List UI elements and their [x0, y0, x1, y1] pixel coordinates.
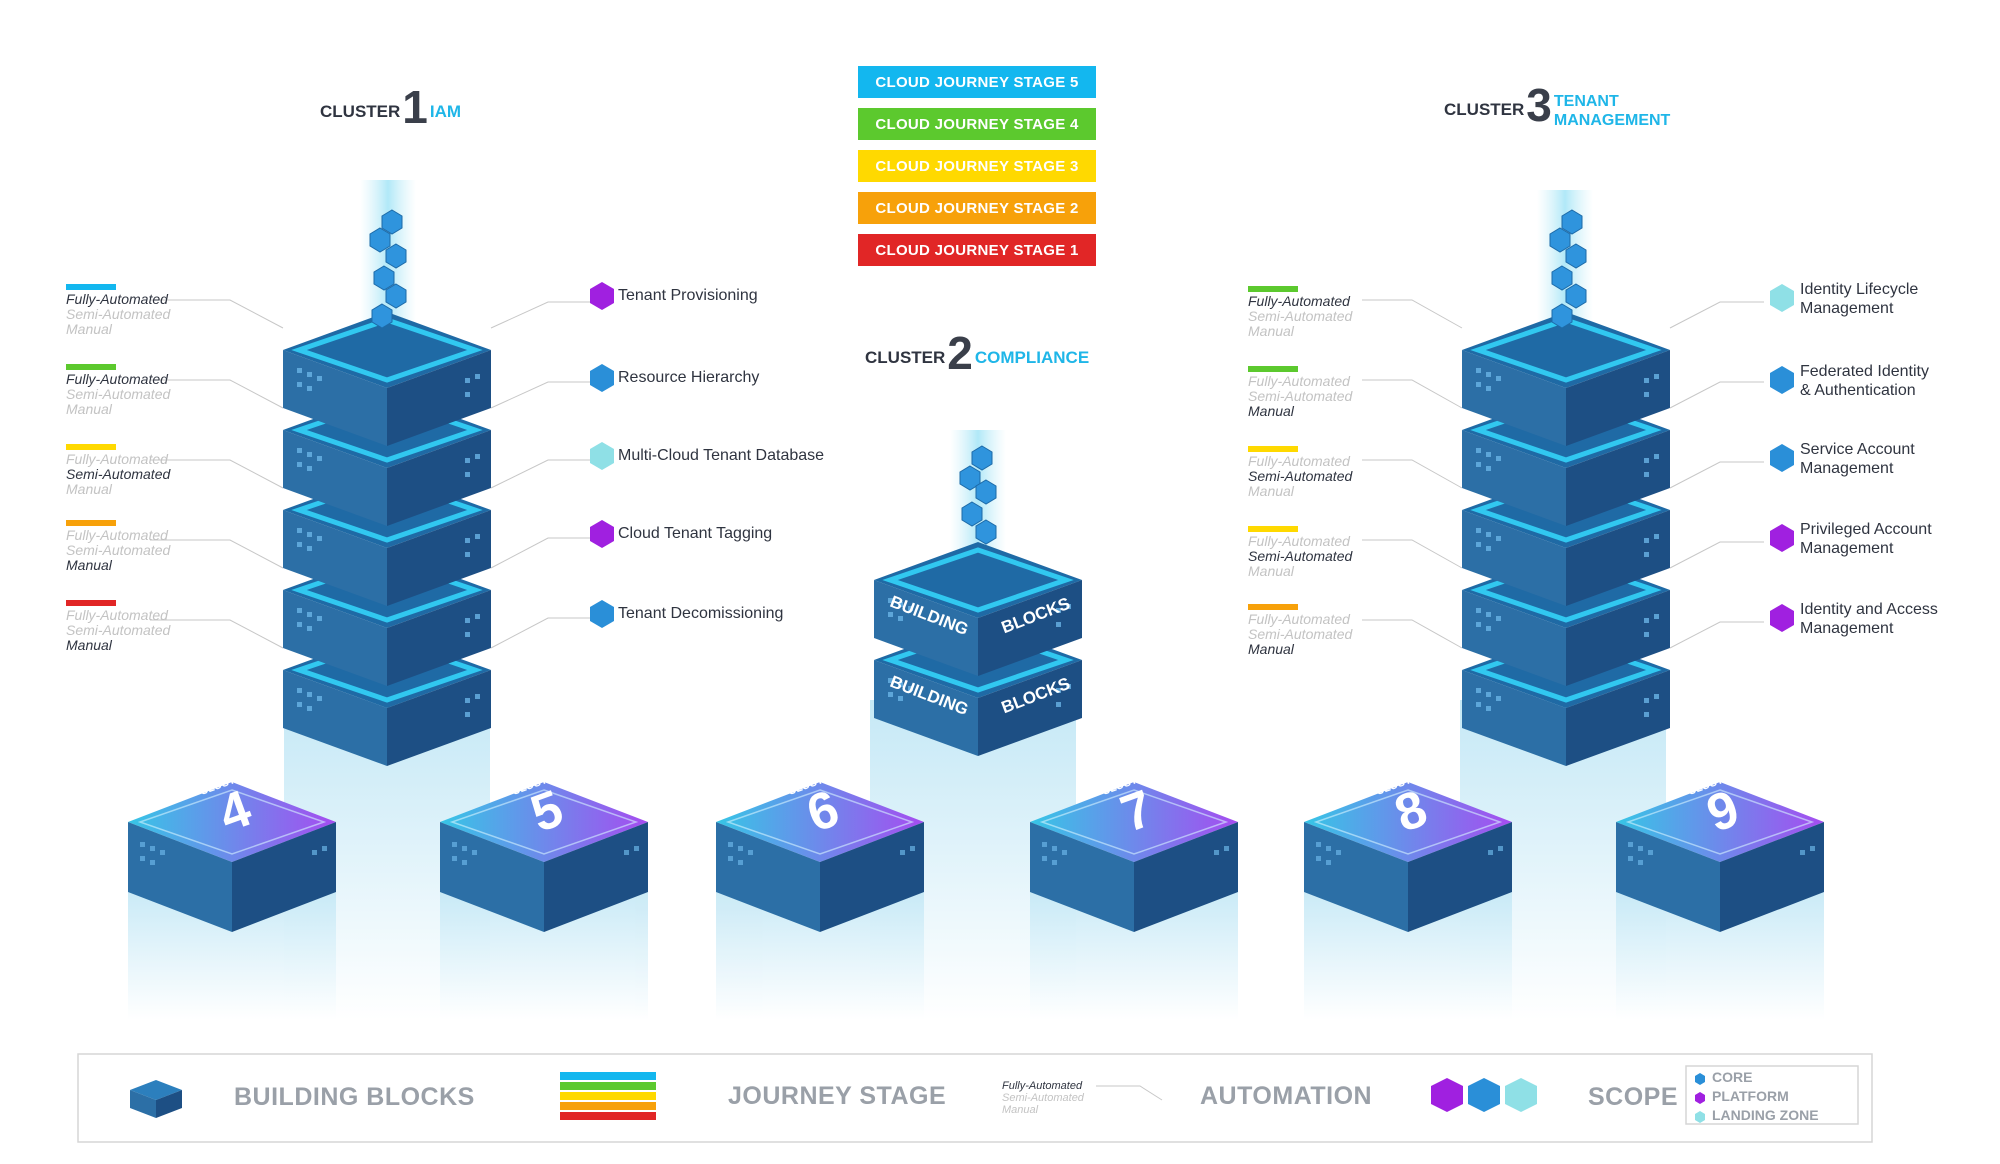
- automation-level-right-1: Fully-Automated Semi-Automated Manual: [1248, 286, 1352, 339]
- auto-manual: Manual: [1248, 323, 1294, 339]
- auto-manual: Manual: [66, 557, 112, 573]
- auto-full: Fully-Automated: [1248, 611, 1350, 627]
- label-federated-identity: Federated Identity & Authentication: [1800, 362, 1929, 400]
- auto-full: Fully-Automated: [66, 451, 168, 467]
- cluster-3-name-line1: TENANT: [1553, 92, 1619, 110]
- stage-4-badge: CLOUD JOURNEY STAGE 4: [858, 108, 1096, 140]
- auto-full: Fully-Automated: [66, 291, 168, 307]
- scope-core: CORE: [1712, 1069, 1753, 1085]
- label-line-1: Identity and Access: [1800, 601, 1938, 618]
- auto-full: Fully-Automated: [66, 607, 168, 623]
- auto-semi: Semi-Automated: [1248, 468, 1353, 484]
- stage-3-badge: CLOUD JOURNEY STAGE 3: [858, 150, 1096, 182]
- auto-manual: Manual: [66, 481, 112, 497]
- auto-manual: Manual: [66, 321, 112, 337]
- automation-level-right-3: Fully-Automated Semi-Automated Manual: [1248, 446, 1352, 499]
- auto-semi: Semi-Automated: [1248, 548, 1353, 564]
- auto-manual: Manual: [1248, 403, 1294, 419]
- auto-manual: Manual: [66, 401, 112, 417]
- auto-semi: Semi-Automated: [66, 306, 171, 322]
- cluster-3-number: 3: [1526, 79, 1552, 131]
- legend-journey-stage: JOURNEY STAGE: [728, 1082, 947, 1110]
- label-multi-cloud-tenant-database: Multi-Cloud Tenant Database: [618, 447, 825, 464]
- automation-level-right-2: Fully-Automated Semi-Automated Manual: [1248, 366, 1352, 419]
- cluster-2-number: 2: [947, 327, 973, 379]
- label-line-1: Privileged Account: [1800, 521, 1932, 538]
- cluster-2-name: COMPLIANCE: [974, 348, 1090, 367]
- auto-full: Fully-Automated: [66, 527, 168, 543]
- cluster-1-name: IAM: [429, 102, 462, 121]
- automation-level-left-5: Fully-Automated Semi-Automated Manual: [66, 600, 170, 653]
- cluster-2-prefix: CLUSTER: [865, 348, 946, 367]
- auto-full: Fully-Automated: [1248, 453, 1350, 469]
- automation-level-left-2: Fully-Automated Semi-Automated Manual: [66, 364, 170, 417]
- auto-full: Fully-Automated: [1248, 373, 1350, 389]
- cluster-1-number: 1: [402, 81, 428, 133]
- label-line-2: & Authentication: [1800, 382, 1916, 399]
- cluster-1-prefix: CLUSTER: [320, 102, 401, 121]
- automation-level-left-3: Fully-Automated Semi-Automated Manual: [66, 444, 170, 497]
- label-tenant-provisioning: Tenant Provisioning: [618, 287, 758, 304]
- label-line-1: Identity Lifecycle: [1800, 281, 1919, 298]
- scope-platform: PLATFORM: [1712, 1088, 1789, 1104]
- auto-semi: Semi-Automated: [66, 466, 171, 482]
- cluster-3-name-line2: MANAGEMENT: [1553, 111, 1671, 129]
- cluster-3-prefix: CLUSTER: [1444, 100, 1525, 119]
- legend-scope: SCOPE: [1588, 1083, 1679, 1111]
- automation-level-left-4: Fully-Automated Semi-Automated Manual: [66, 520, 170, 573]
- automation-level-right-4: Fully-Automated Semi-Automated Manual: [1248, 526, 1352, 579]
- auto-semi: Semi-Automated: [1248, 308, 1353, 324]
- auto-manual: Manual: [1248, 483, 1294, 499]
- label-cloud-tenant-tagging: Cloud Tenant Tagging: [618, 525, 773, 542]
- auto-full: Fully-Automated: [1002, 1080, 1083, 1092]
- stage-5-badge: CLOUD JOURNEY STAGE 5: [858, 66, 1096, 98]
- auto-full: Fully-Automated: [1248, 293, 1350, 309]
- label-resource-hierarchy: Resource Hierarchy: [618, 369, 760, 386]
- label-line-1: Service Account: [1800, 441, 1915, 458]
- stage-1-badge: CLOUD JOURNEY STAGE 1: [858, 234, 1096, 266]
- auto-semi: Semi-Automated: [1248, 626, 1353, 642]
- stage-2-badge: CLOUD JOURNEY STAGE 2: [858, 192, 1096, 224]
- label-line-1: Federated Identity: [1800, 363, 1929, 380]
- auto-semi: Semi-Automated: [1248, 388, 1353, 404]
- auto-semi: Semi-Automated: [66, 622, 171, 638]
- auto-manual: Manual: [1248, 563, 1294, 579]
- legend-automation: AUTOMATION: [1200, 1082, 1373, 1110]
- automation-level-left-1: Fully-Automated Semi-Automated Manual: [66, 284, 170, 337]
- scope-landing-zone: LANDING ZONE: [1712, 1107, 1819, 1123]
- label-line-2: Management: [1800, 300, 1894, 317]
- auto-full: Fully-Automated: [66, 371, 168, 387]
- auto-manual: Manual: [1002, 1104, 1039, 1116]
- label-line-2: Management: [1800, 540, 1894, 557]
- automation-level-right-5: Fully-Automated Semi-Automated Manual: [1248, 604, 1352, 657]
- label-tenant-decomissioning: Tenant Decomissioning: [618, 605, 784, 622]
- legend-building-blocks: BUILDING BLOCKS: [234, 1083, 475, 1111]
- legend-automation-sample: Fully-Automated Semi-Automated Manual: [1002, 1080, 1084, 1116]
- auto-full: Fully-Automated: [1248, 533, 1350, 549]
- label-line-2: Management: [1800, 460, 1894, 477]
- auto-semi: Semi-Automated: [66, 386, 171, 402]
- auto-manual: Manual: [66, 637, 112, 653]
- label-line-2: Management: [1800, 620, 1894, 637]
- auto-manual: Manual: [1248, 641, 1294, 657]
- legend-scope-list: CORE PLATFORM LANDING ZONE: [1712, 1068, 1819, 1125]
- auto-semi: Semi-Automated: [66, 542, 171, 558]
- auto-semi: Semi-Automated: [1002, 1092, 1084, 1104]
